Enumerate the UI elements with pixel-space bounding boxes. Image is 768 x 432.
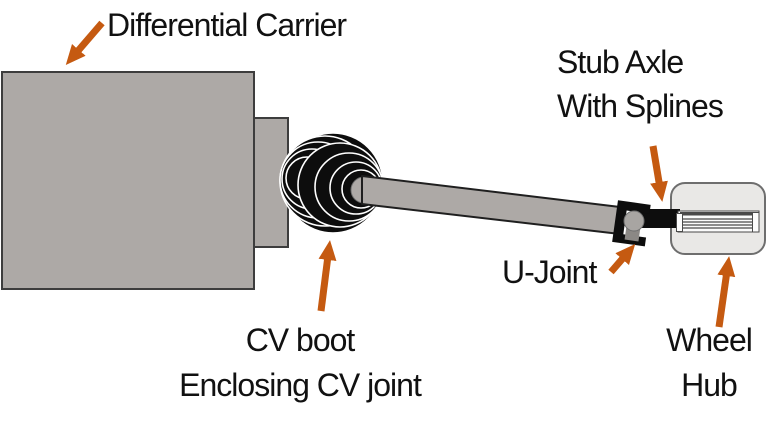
stub-axle-label-line1: Stub Axle [557,44,684,80]
differential-carrier-label: Differential Carrier [107,7,347,43]
differential-carrier-arrow [65,20,105,66]
wheel-hub-label-line1: Wheel [666,322,753,358]
axle-shaft-shape [361,175,621,235]
differential-carrier-shape [1,71,255,290]
u-joint-label: U-Joint [502,254,597,290]
stub-axle-label-line2: With Splines [557,88,724,124]
u-joint-yoke-shape [612,200,651,247]
cv-boot-arrow [317,240,337,312]
stub-axle-label: Stub Axle With Splines [557,40,724,128]
spline-line [680,212,752,216]
cv-boot-label: CV boot Enclosing CV joint [120,318,480,408]
wheel-hub-label-line2: Hub [681,367,738,403]
wheel-hub-arrow [715,256,736,328]
u-joint-journal-shape [623,210,645,232]
cv-boot-shape [279,132,384,234]
wheel-hub-label: Wheel Hub [629,318,768,408]
callout-arrows [65,20,736,328]
spline-end-cap [752,212,760,233]
cv-boot-label-line2: Enclosing CV joint [179,367,422,403]
stub-axle-splines-shape [676,210,760,233]
u-joint-arrow [608,243,636,275]
cv-boot-label-line1: CV boot [245,322,356,358]
spline-end-cap [676,213,683,232]
stub-axle-arrow [649,145,668,202]
stub-axle-shape [636,209,680,228]
